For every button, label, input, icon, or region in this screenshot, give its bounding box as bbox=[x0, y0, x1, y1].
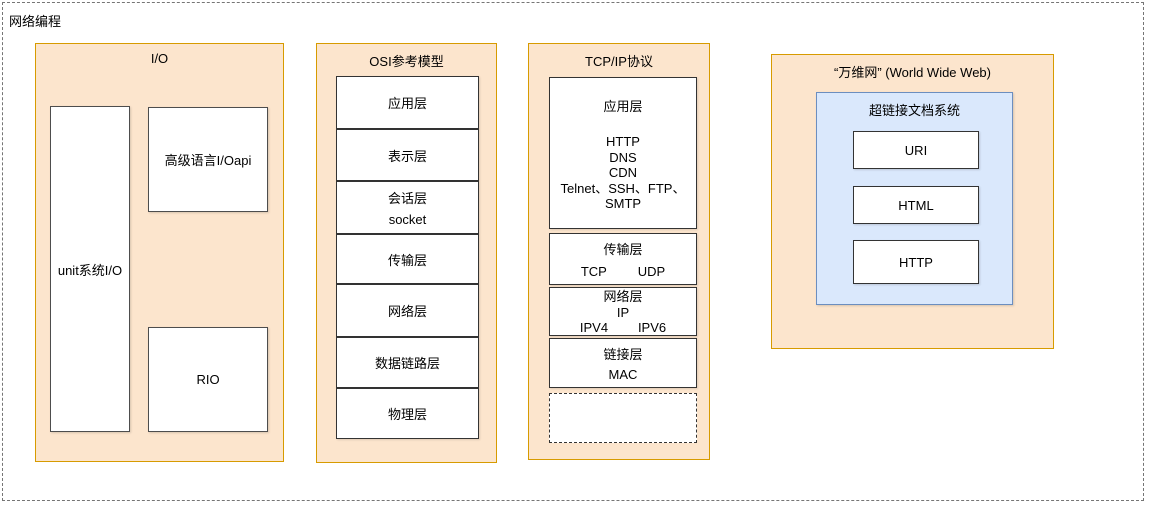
protocol-ip: IP bbox=[616, 304, 630, 320]
tcpip-network-title: 网络层 bbox=[603, 289, 643, 304]
osi-layer-application: 应用层 bbox=[336, 76, 479, 129]
protocol-telnet-ssh-ftp: Telnet、SSH、FTP、 bbox=[560, 180, 686, 196]
protocol-http: HTTP bbox=[606, 134, 640, 149]
osi-layer-datalink: 数据链路层 bbox=[336, 337, 479, 388]
tcpip-network-layer-box: 网络层 IP IPV4 IPV6 bbox=[549, 287, 697, 336]
hyperlink-doc-system-title: 超链接文档系统 bbox=[868, 103, 960, 118]
tcpip-network-protocols: IPV4 IPV6 bbox=[550, 320, 696, 336]
tcpip-link-layer-box: 链接层 MAC bbox=[549, 338, 697, 388]
hyperlink-doc-system-box: 超链接文档系统 URI HTML HTTP bbox=[816, 92, 1013, 305]
tcpip-application-protocols: HTTP DNS CDN Telnet、SSH、FTP、 SMTP bbox=[550, 134, 696, 212]
uri-box: URI bbox=[853, 131, 979, 169]
tcpip-panel: TCP/IP协议 应用层 HTTP DNS CDN Telnet、SSH、FTP… bbox=[528, 43, 710, 460]
rio-box: RIO bbox=[148, 327, 268, 432]
osi-layer-presentation: 表示层 bbox=[336, 129, 479, 181]
www-panel-title: “万维网” (World Wide Web) bbox=[834, 65, 991, 80]
osi-panel-title: OSI参考模型 bbox=[369, 54, 444, 69]
protocol-cdn: CDN bbox=[608, 165, 638, 180]
io-panel-title: I/O bbox=[150, 51, 169, 66]
osi-session-socket-label: socket bbox=[388, 212, 427, 228]
container-label: 网络编程 bbox=[9, 14, 62, 29]
protocol-ipv4: IPV4 bbox=[579, 320, 609, 335]
tcpip-transport-title: 传输层 bbox=[603, 242, 643, 258]
unix-system-io-box: unit系统I/O bbox=[50, 106, 130, 432]
osi-session-label: 会话层 bbox=[387, 190, 427, 206]
protocol-tcp: TCP bbox=[580, 263, 607, 279]
tcpip-transport-protocols: TCP UDP bbox=[550, 264, 696, 279]
osi-layer-session: 会话层 socket bbox=[336, 181, 479, 234]
tcpip-empty-dashed-box bbox=[549, 393, 697, 443]
network-programming-container: 网络编程 bbox=[2, 2, 1144, 501]
protocol-ipv6: IPV6 bbox=[637, 320, 667, 335]
tcpip-panel-title: TCP/IP协议 bbox=[585, 54, 653, 69]
tcpip-application-title: 应用层 bbox=[603, 99, 643, 114]
high-level-language-io-api-box: 高级语言I/Oapi bbox=[148, 107, 268, 212]
osi-layer-physical: 物理层 bbox=[336, 388, 479, 439]
osi-layer-transport: 传输层 bbox=[336, 234, 479, 284]
http-box: HTTP bbox=[853, 240, 979, 284]
html-box: HTML bbox=[853, 186, 979, 224]
io-panel: I/O unit系统I/O 高级语言I/Oapi RIO bbox=[35, 43, 284, 462]
www-panel: “万维网” (World Wide Web) 超链接文档系统 URI HTML … bbox=[771, 54, 1054, 349]
tcpip-application-layer-box: 应用层 HTTP DNS CDN Telnet、SSH、FTP、 SMTP bbox=[549, 77, 697, 229]
tcpip-link-title: 链接层 bbox=[603, 346, 643, 362]
protocol-dns: DNS bbox=[609, 149, 637, 165]
protocol-udp: UDP bbox=[637, 263, 666, 279]
osi-layer-network: 网络层 bbox=[336, 284, 479, 337]
osi-panel: OSI参考模型 应用层 表示层 会话层 socket 传输层 网络层 数据链路层… bbox=[316, 43, 497, 463]
protocol-smtp: SMTP bbox=[604, 196, 642, 211]
tcpip-transport-layer-box: 传输层 TCP UDP bbox=[549, 233, 697, 285]
protocol-mac: MAC bbox=[608, 367, 638, 383]
